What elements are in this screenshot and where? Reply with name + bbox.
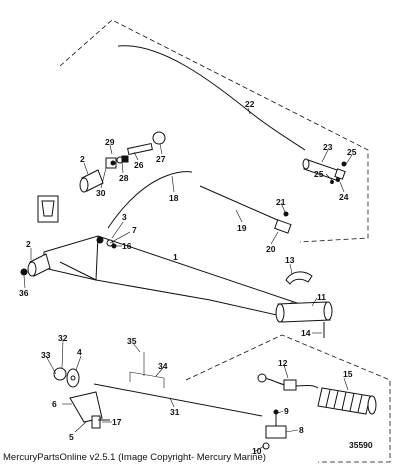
friction-discs-32-33-4 [53,367,80,388]
rod-19 [199,185,283,223]
callout-19: 19 [237,223,247,233]
lower-dashed-boundary [185,334,391,463]
cable-18 [107,171,193,229]
callout-10: 10 [252,446,262,456]
fitting-25-24 [330,161,347,184]
hardware-26-30 [105,131,166,169]
bushing-2-upper [79,169,104,193]
callout-25-b: 25 [347,147,357,157]
hardware-8-9-10 [262,409,287,450]
callout-8: 8 [299,425,304,435]
callout-17: 17 [112,417,122,427]
callout-33: 33 [41,350,51,360]
callout-1: 1 [173,252,178,262]
figure-number: 35590 [349,440,373,450]
callout-6: 6 [52,399,57,409]
callout-14: 14 [301,328,311,338]
callout-18: 18 [169,193,179,203]
callout-labels: 1 2 2 3 4 5 6 7 8 9 10 11 12 13 14 15 16… [19,99,357,456]
callout-2-lower: 2 [26,239,31,249]
callout-7: 7 [132,225,137,235]
tiller-handle-1 [43,235,301,320]
callout-28: 28 [119,173,129,183]
switch-12 [257,373,319,391]
bracket-plate-5-6-17 [69,391,110,429]
callout-2-upper: 2 [80,154,85,164]
inset-bushing [37,195,59,223]
callout-25-a: 25 [314,169,324,179]
callout-21: 21 [276,197,286,207]
callout-5: 5 [69,432,74,442]
copyright-footer: MercuryPartsOnline v2.5.1 (Image Copyrig… [3,452,266,463]
callout-3: 3 [122,212,127,222]
callout-13: 13 [285,255,295,265]
cable-22 [117,45,306,151]
grip-11 [275,301,333,323]
callout-16: 16 [122,241,132,251]
callout-12: 12 [278,358,288,368]
callout-31: 31 [170,407,180,417]
callout-32: 32 [58,333,68,343]
callout-20: 20 [266,244,276,254]
callout-30: 30 [96,188,106,198]
throttle-grip-15 [317,387,377,415]
shaft-31 [93,383,263,417]
leader-lines [23,143,353,453]
callout-35: 35 [127,336,137,346]
callout-36: 36 [19,288,29,298]
callout-27: 27 [156,154,166,164]
upper-dashed-boundary [59,19,369,243]
callout-22: 22 [245,99,255,109]
callout-34: 34 [158,361,168,371]
callout-26: 26 [134,160,144,170]
callout-4: 4 [77,347,82,357]
callout-24: 24 [339,192,349,202]
callout-15: 15 [343,369,353,379]
callout-9: 9 [284,406,289,416]
sleeve-23 [302,158,341,181]
callout-23: 23 [323,142,333,152]
callout-11: 11 [317,292,326,302]
callout-29: 29 [105,137,115,147]
bracket-13 [285,271,313,285]
clip-20-21 [274,211,292,234]
bushing-2-lower [20,253,51,277]
